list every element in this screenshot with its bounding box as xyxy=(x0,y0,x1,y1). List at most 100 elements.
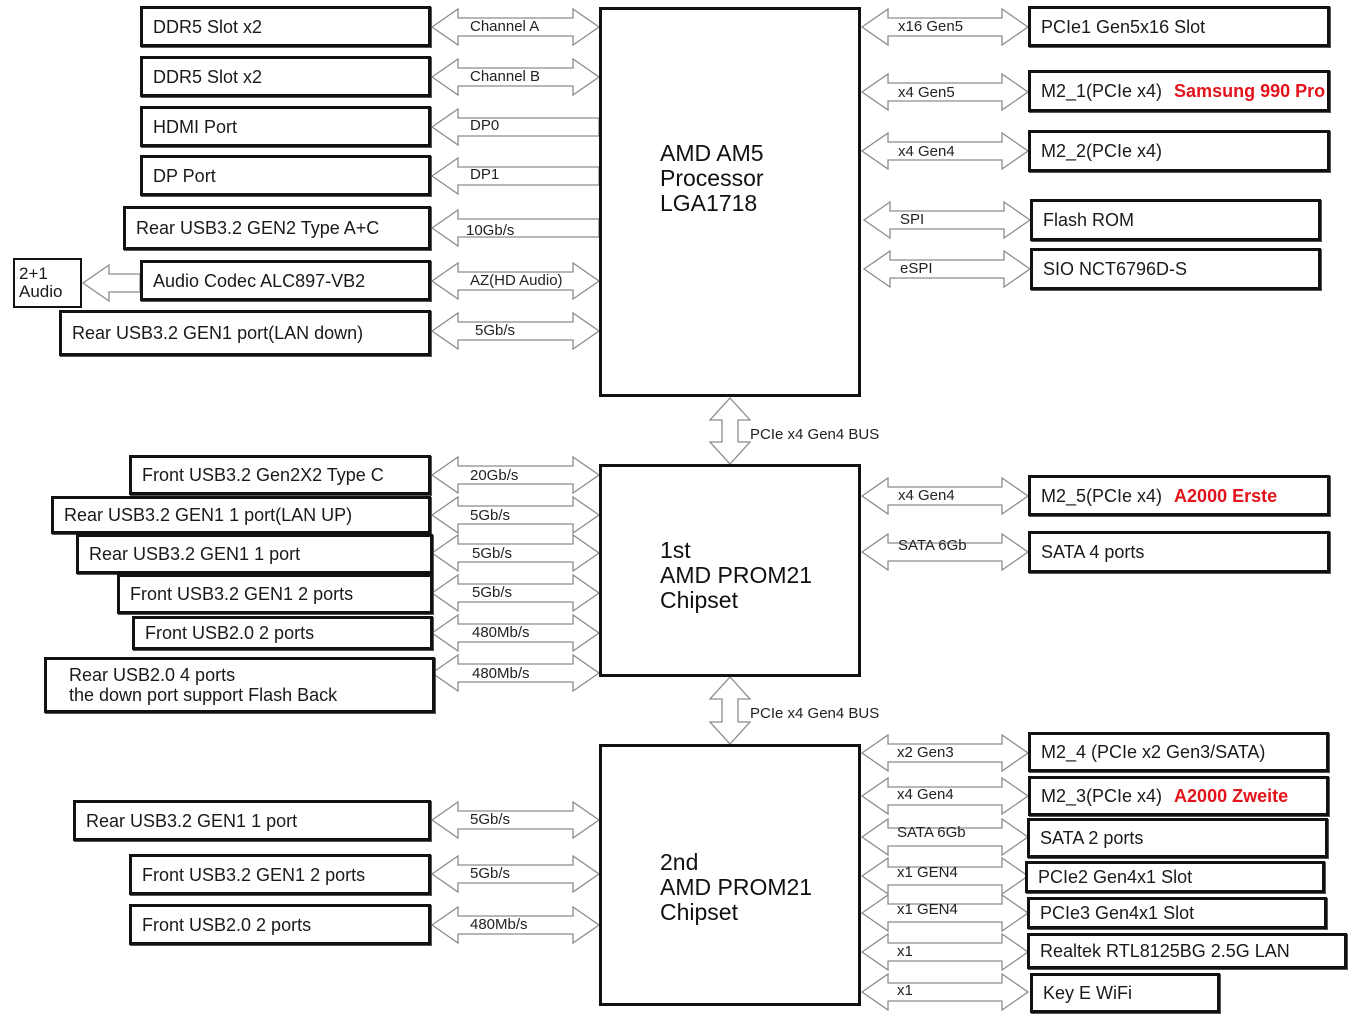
chipset1-title: 1st AMD PROM21 Chipset xyxy=(660,538,812,613)
link-label: DP0 xyxy=(470,117,500,134)
link-label: Channel B xyxy=(470,68,541,85)
device-note: Samsung 990 Pro xyxy=(1174,81,1326,101)
link-arrow-chipset2-right xyxy=(860,972,1030,1012)
link-label: SATA 6Gb xyxy=(898,537,967,554)
link-arrow-processor-left xyxy=(430,107,600,147)
audio-output-arrow xyxy=(81,263,141,303)
device-label: M2_5(PCIe x4) xyxy=(1041,485,1163,506)
chipset1-title-line: AMD PROM21 xyxy=(660,562,813,588)
device-box: Rear USB3.2 GEN2 Type A+C xyxy=(123,206,431,250)
link-label: 480Mb/s xyxy=(472,624,530,641)
device-label: PCIe3 Gen4x1 Slot xyxy=(1040,903,1195,923)
device-label: DDR5 Slot x2 xyxy=(153,66,263,87)
device-label: SIO NCT6796D-S xyxy=(1043,259,1188,279)
device-label: PCIe2 Gen4x1 Slot xyxy=(1038,867,1193,887)
link-label: x16 Gen5 xyxy=(898,18,964,35)
link-label: x1 xyxy=(897,982,913,999)
device-box: DDR5 Slot x2 xyxy=(140,56,431,97)
device-label: Front USB3.2 GEN1 2 ports xyxy=(142,864,366,885)
device-box: Front USB2.0 2 ports xyxy=(132,616,433,650)
device-label: Rear USB3.2 GEN1 1 port(LAN UP) xyxy=(64,505,353,525)
link-arrow-chipset1-left xyxy=(430,533,601,573)
link-arrow-chipset2-right xyxy=(860,932,1030,972)
device-box: Front USB3.2 GEN1 2 ports xyxy=(117,574,433,614)
device-label: Flash ROM xyxy=(1043,210,1135,230)
link-label: Channel A xyxy=(470,18,540,35)
chipset2-title-line: 2nd xyxy=(660,849,699,875)
device-label: M2_1(PCIe x4) xyxy=(1041,81,1163,101)
device-box: Rear USB3.2 GEN1 port(LAN down) xyxy=(59,310,431,356)
audio-output-box: 2+1 Audio xyxy=(13,258,82,308)
link-arrow-chipset1-left xyxy=(430,573,601,613)
device-note: A2000 Zweite xyxy=(1174,786,1289,806)
link-label: x1 GEN4 xyxy=(897,901,958,918)
link-arrow-chipset1-left xyxy=(430,495,601,535)
link-label: DP1 xyxy=(470,166,500,183)
device-note: A2000 Erste xyxy=(1174,485,1278,506)
device-box: Front USB3.2 Gen2X2 Type C xyxy=(129,455,431,495)
link-label: AZ(HD Audio) xyxy=(470,272,563,289)
device-label: SATA 4 ports xyxy=(1041,542,1145,562)
device-label: Rear USB3.2 GEN1 port(LAN down) xyxy=(72,323,364,343)
device-label: Audio Codec ALC897-VB2 xyxy=(153,270,366,291)
audio-output-line: 2+1 xyxy=(19,264,48,283)
device-box: DDR5 Slot x2 xyxy=(140,6,431,47)
link-label: 480Mb/s xyxy=(472,665,530,682)
device-label: DP Port xyxy=(153,165,216,186)
device-box: Front USB2.0 2 ports xyxy=(129,904,431,945)
device-box: Realtek RTL8125BG 2.5G LAN xyxy=(1027,933,1347,969)
device-box: Front USB3.2 GEN1 2 ports xyxy=(129,854,431,895)
device-label: PCIe1 Gen5x16 Slot xyxy=(1041,16,1206,37)
device-box: HDMI Port xyxy=(140,106,431,147)
device-label: M2_3(PCIe x4) xyxy=(1041,786,1163,806)
chipset1-title-line: Chipset xyxy=(660,587,738,613)
processor-block: AMD AM5 Processor LGA1718 xyxy=(599,7,861,397)
device-label: Front USB2.0 2 ports xyxy=(145,623,315,643)
link-arrow-chipset2-left xyxy=(430,800,601,840)
device-box: M2_2(PCIe x4) xyxy=(1028,130,1330,172)
device-box: M2_4 (PCIe x2 Gen3/SATA) xyxy=(1028,732,1329,772)
device-box: M2_5(PCIe x4) A2000 Erste xyxy=(1028,475,1330,516)
link-label: eSPI xyxy=(900,260,933,277)
link-arrow-processor-left xyxy=(430,156,600,196)
device-label: DDR5 Slot x2 xyxy=(153,16,263,37)
device-label: Front USB3.2 GEN1 2 ports xyxy=(130,584,354,604)
device-label: Rear USB3.2 GEN1 1 port xyxy=(89,544,301,564)
link-label: SPI xyxy=(900,211,925,228)
device-label: M2_2(PCIe x4) xyxy=(1041,141,1163,161)
device-box: Audio Codec ALC897-VB2 xyxy=(140,260,431,301)
bus-arrow-chipset1-chipset2 xyxy=(708,676,752,745)
link-label: x1 xyxy=(897,943,913,960)
link-label: x1 GEN4 xyxy=(897,864,958,881)
device-label-line: Rear USB2.0 4 ports xyxy=(69,665,236,685)
device-label: HDMI Port xyxy=(153,116,238,137)
link-label: x2 Gen3 xyxy=(897,744,954,761)
device-label: Realtek RTL8125BG 2.5G LAN xyxy=(1040,941,1290,961)
processor-title-line: Processor xyxy=(660,165,764,191)
device-box: DP Port xyxy=(140,155,431,196)
audio-output-line: Audio xyxy=(19,282,63,301)
link-label: 5Gb/s xyxy=(472,584,513,601)
link-label: 5Gb/s xyxy=(472,545,513,562)
bus-label-chipset1-chipset2: PCIe x4 Gen4 BUS xyxy=(750,705,880,722)
device-box: M2_1(PCIe x4) Samsung 990 Pro xyxy=(1028,70,1330,112)
device-box: PCIe1 Gen5x16 Slot xyxy=(1028,6,1330,47)
device-box: SIO NCT6796D-S xyxy=(1030,248,1321,290)
device-box: SATA 4 ports xyxy=(1028,531,1330,573)
chipset2-title-line: AMD PROM21 xyxy=(660,874,813,900)
device-box: Rear USB3.2 GEN1 1 port xyxy=(73,800,431,841)
chipset1-block: 1st AMD PROM21 Chipset xyxy=(599,464,861,677)
link-arrow-processor-right xyxy=(862,249,1032,289)
link-label: 480Mb/s xyxy=(470,916,528,933)
device-label: Front USB3.2 Gen2X2 Type C xyxy=(142,465,384,485)
bus-label-proc-chipset1: PCIe x4 Gen4 BUS xyxy=(750,426,880,443)
link-label: 20Gb/s xyxy=(470,467,519,484)
link-label: 10Gb/s xyxy=(466,222,515,239)
link-label: 5Gb/s xyxy=(470,811,511,828)
device-box: PCIe3 Gen4x1 Slot xyxy=(1027,897,1327,929)
link-label: x4 Gen4 xyxy=(898,487,955,504)
link-label: 5Gb/s xyxy=(470,865,511,882)
link-label: x4 Gen5 xyxy=(898,84,955,101)
device-label: Front USB2.0 2 ports xyxy=(142,914,312,935)
